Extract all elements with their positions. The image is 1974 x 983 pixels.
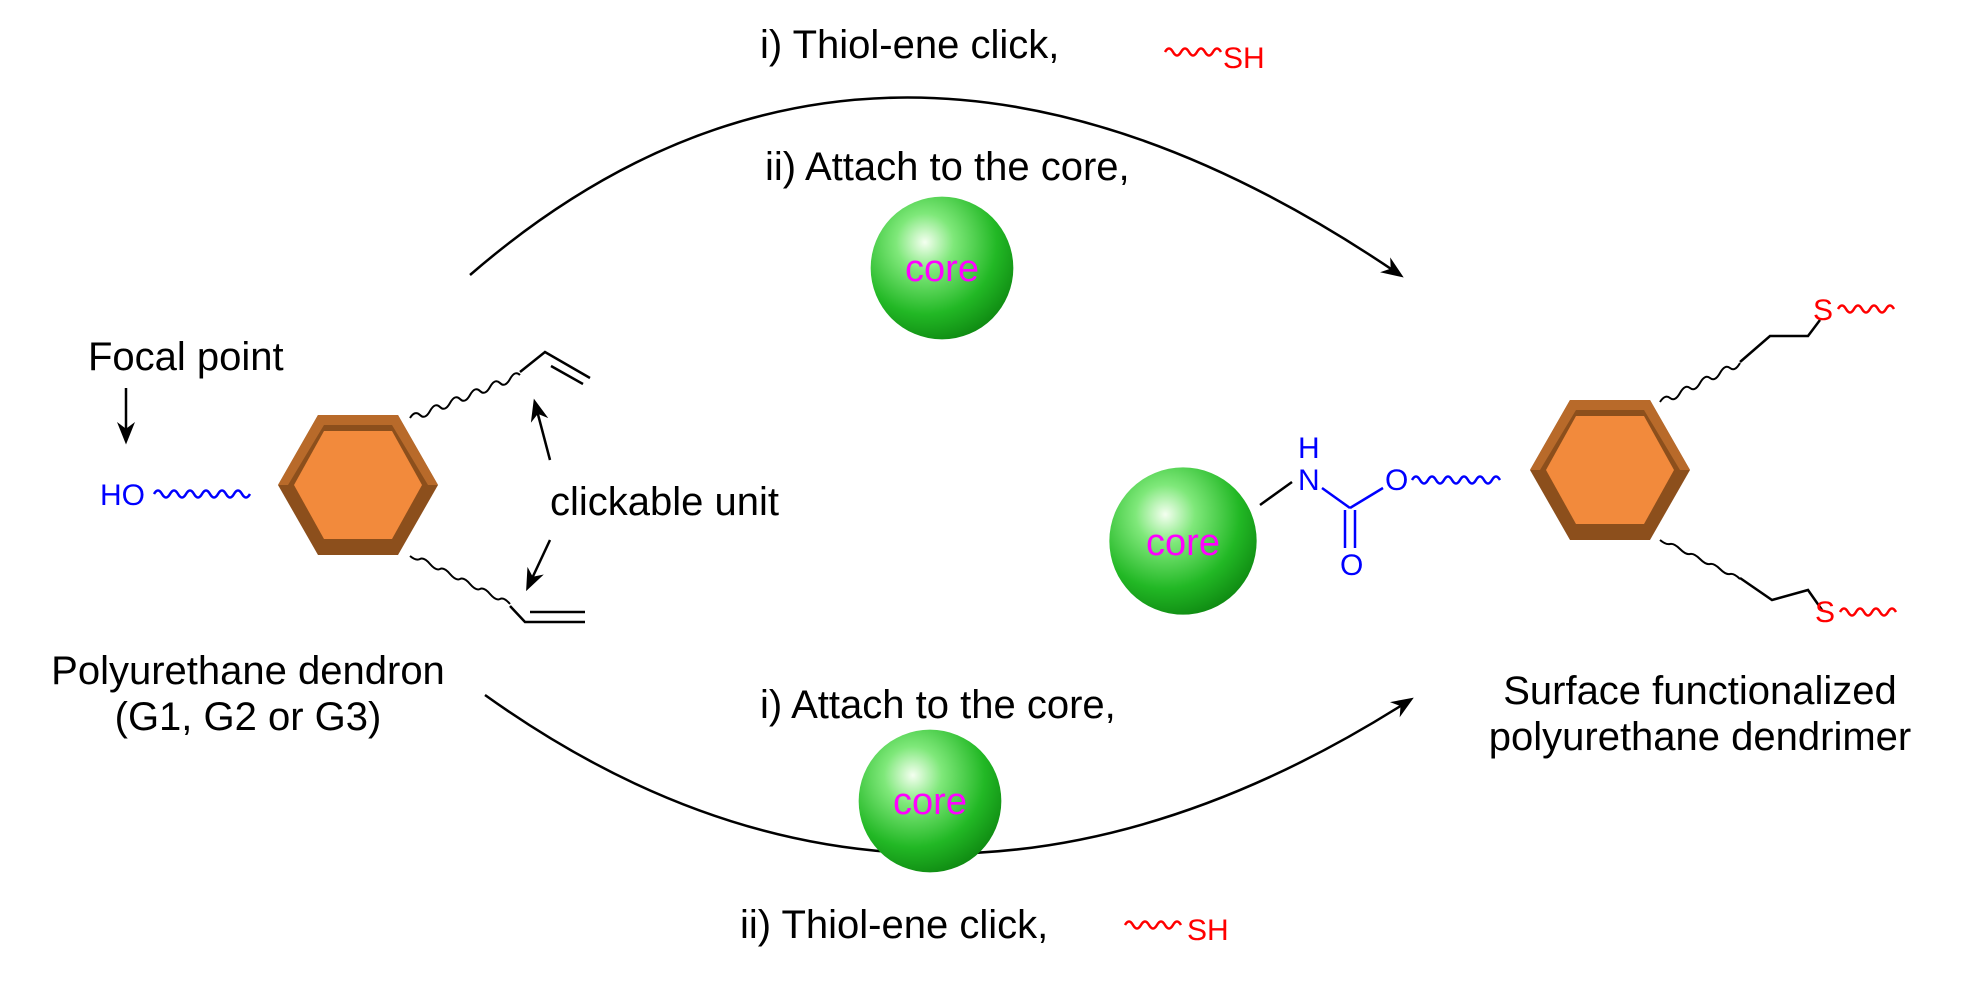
dendrimer-name-line1: Surface functionalized	[1503, 669, 1897, 713]
lower-sulfur: S	[1815, 596, 1835, 629]
dendron-name-line2: (G1, G2 or G3)	[115, 695, 382, 739]
ester-oxygen: O	[1385, 464, 1408, 497]
core-to-n-bond	[1259, 480, 1293, 507]
dendrimer-upper-wavy-branch	[1659, 362, 1741, 403]
dendrimer-name-line2: polyurethane dendrimer	[1489, 715, 1911, 759]
bottom-thiol-reagent: SH	[1187, 914, 1229, 947]
dendron-lower-alkene	[509, 605, 585, 624]
hydroxyl-group: HO	[100, 479, 145, 512]
thiol-wavy-bond-bottom	[1123, 920, 1183, 930]
lower-thiol-wavy	[1838, 607, 1898, 617]
dendrimer-lower-thioether	[1739, 576, 1824, 611]
clickable-arrow-up	[530, 398, 552, 461]
top-reaction-arrow	[469, 96, 1404, 278]
dendron-lower-wavy-branch	[409, 555, 511, 605]
dendron-upper-wavy-branch	[409, 372, 521, 419]
upper-thiol-wavy	[1836, 304, 1896, 314]
dendron-upper-alkene	[519, 350, 591, 386]
top-step1-label: i) Thiol-ene click,	[760, 23, 1059, 67]
bottom-core-label: core	[893, 781, 967, 823]
upper-sulfur: S	[1813, 294, 1833, 327]
dendron-hexagon	[278, 415, 438, 555]
thiol-wavy-bond-top	[1163, 47, 1223, 57]
linker-wavy-bond	[1410, 475, 1502, 485]
carbonyl-oxygen: O	[1340, 549, 1363, 582]
dendrimer-upper-thioether	[1739, 319, 1821, 363]
clickable-arrow-down	[526, 539, 552, 592]
focal-point-label: Focal point	[88, 335, 284, 379]
n-to-c-bond	[1321, 486, 1351, 510]
dendrimer-core-label: core	[1146, 522, 1220, 564]
carbamate-nh-h: H	[1298, 432, 1320, 465]
dendron-name-line1: Polyurethane dendron	[51, 649, 445, 693]
dendrimer-lower-wavy-branch	[1659, 539, 1741, 580]
top-thiol-reagent: SH	[1223, 42, 1265, 75]
c-to-o-bond	[1349, 486, 1384, 510]
focal-wavy-bond	[152, 489, 252, 499]
clickable-unit-label: clickable unit	[550, 480, 779, 524]
top-step2-label: ii) Attach to the core,	[765, 145, 1130, 189]
bottom-step2-label: ii) Thiol-ene click,	[740, 903, 1048, 947]
carbamate-n: N	[1298, 464, 1320, 497]
dendrimer-hexagon	[1530, 400, 1690, 540]
bottom-step1-label: i) Attach to the core,	[760, 683, 1116, 727]
top-core-label: core	[905, 248, 979, 290]
